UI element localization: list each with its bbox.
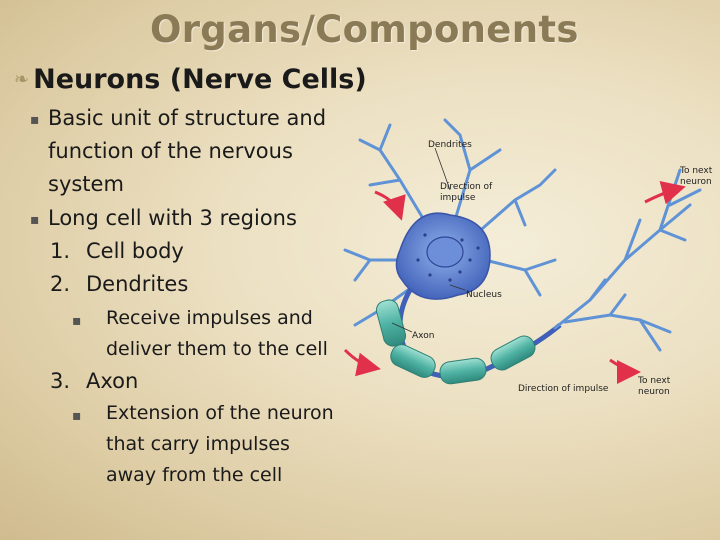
label-direction-1: Direction of: [440, 182, 493, 192]
region-2-detail-1: Receive impulses and: [106, 307, 313, 329]
bullet-1-line-2: function of the nervous: [48, 139, 293, 163]
nissl-dots: [416, 233, 480, 282]
bullet-2-line-1: Long cell with 3 regions: [48, 206, 297, 230]
heading-text: Neurons (Nerve Cells): [33, 64, 367, 95]
nucleus: [426, 236, 464, 268]
label-to-next-bottom-2: neuron: [638, 387, 670, 397]
bullet-dot-icon: ▪: [30, 112, 40, 128]
region-3-detail-3: away from the cell: [106, 464, 283, 486]
region-2-label: Dendrites: [86, 272, 189, 296]
slide-heading: ❧Neurons (Nerve Cells): [14, 64, 367, 95]
bullet-1-line-3: system: [48, 172, 124, 196]
slide-title: Organs/Components: [150, 8, 579, 51]
label-leaders: [391, 147, 466, 333]
bullet-1-line-1: Basic unit of structure and: [48, 106, 327, 130]
label-dendrites: Dendrites: [428, 140, 472, 150]
region-1-number: 1.: [50, 239, 71, 263]
label-axon: Axon: [412, 331, 434, 341]
myelin-sheath: [375, 299, 536, 385]
label-direction-2: impulse: [440, 193, 476, 203]
label-direction-bottom: Direction of impulse: [518, 384, 609, 394]
label-to-next-top-2: neuron: [680, 177, 712, 187]
axon-terminals: [553, 168, 702, 352]
bullet-dot-icon: ▪: [72, 313, 82, 329]
bullet-dot-icon: ▪: [72, 408, 82, 424]
bullet-icon: ❧: [14, 69, 30, 90]
region-3-number: 3.: [50, 369, 71, 393]
label-to-next-bottom-1: To next: [637, 376, 671, 386]
neuron-diagram: Dendrites Direction of impulse To next n…: [343, 118, 713, 397]
bullet-dot-icon: ▪: [30, 212, 40, 228]
region-3-detail-1: Extension of the neuron: [106, 402, 334, 424]
impulse-arrows: [343, 181, 686, 384]
region-2-detail-2: deliver them to the cell: [106, 338, 328, 360]
label-nucleus: Nucleus: [466, 290, 502, 300]
region-3-label: Axon: [86, 369, 139, 393]
region-2-number: 2.: [50, 272, 71, 296]
region-1-label: Cell body: [86, 239, 184, 263]
label-to-next-top-1: To next: [679, 166, 713, 176]
region-3-detail-2: that carry impulses: [106, 433, 290, 455]
